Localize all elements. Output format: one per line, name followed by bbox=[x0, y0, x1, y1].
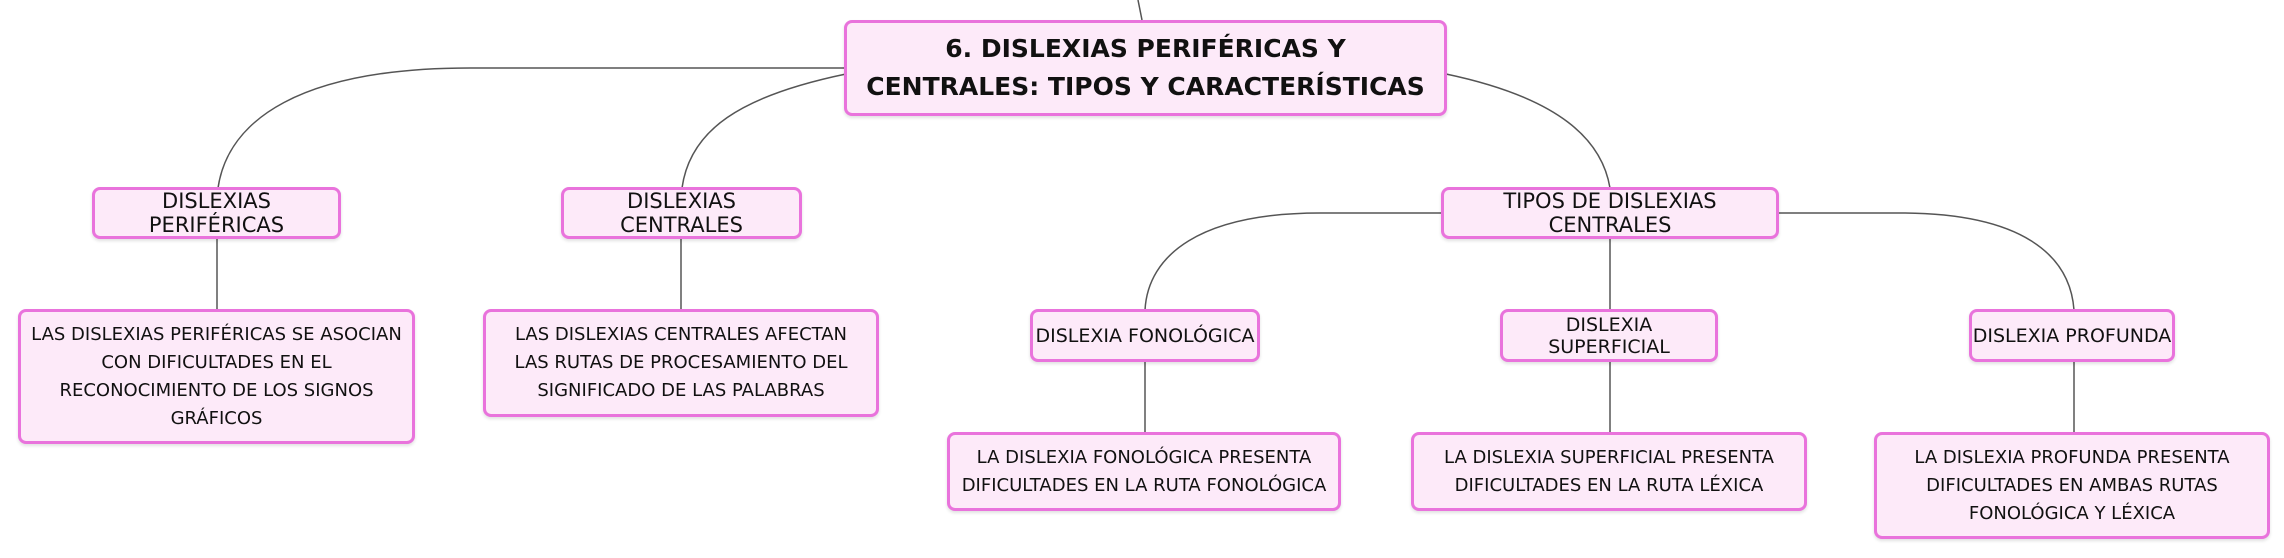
node-description: LA DISLEXIA PROFUNDA PRESENTA DIFICULTAD… bbox=[1914, 446, 2230, 524]
node-perifericas-description[interactable]: LAS DISLEXIAS PERIFÉRICAS SE ASOCIAN CON… bbox=[18, 309, 415, 444]
node-description: LAS DISLEXIAS CENTRALES AFECTAN LAS RUTA… bbox=[514, 324, 848, 401]
node-description: LA DISLEXIA FONOLÓGICA PRESENTA DIFICULT… bbox=[961, 446, 1327, 496]
node-label: DISLEXIAS CENTRALES bbox=[620, 189, 743, 237]
connector-root-parent bbox=[1137, 0, 1143, 21]
node-description: LAS DISLEXIAS PERIFÉRICAS SE ASOCIAN CON… bbox=[31, 323, 402, 429]
node-superficial-description[interactable]: LA DISLEXIA SUPERFICIAL PRESENTA DIFICUL… bbox=[1411, 432, 1807, 511]
connector-tipos-profunda bbox=[1777, 212, 2075, 311]
node-label: DISLEXIA SUPERFICIAL bbox=[1548, 313, 1670, 358]
node-profunda-description[interactable]: LA DISLEXIA PROFUNDA PRESENTA DIFICULTAD… bbox=[1874, 432, 2270, 539]
node-label: DISLEXIA PROFUNDA bbox=[1972, 324, 2172, 347]
node-label: DISLEXIAS PERIFÉRICAS bbox=[148, 189, 285, 237]
root-topic-title: 6. DISLEXIAS PERIFÉRICAS Y CENTRALES: TI… bbox=[866, 34, 1425, 101]
node-dislexias-perifericas[interactable]: DISLEXIAS PERIFÉRICAS bbox=[92, 187, 341, 239]
connector-root-perifericas bbox=[217, 67, 846, 189]
node-dislexia-fonologica[interactable]: DISLEXIA FONOLÓGICA bbox=[1030, 309, 1260, 362]
node-label: DISLEXIA FONOLÓGICA bbox=[1035, 324, 1255, 347]
node-dislexias-centrales[interactable]: DISLEXIAS CENTRALES bbox=[561, 187, 802, 239]
node-fonologica-description[interactable]: LA DISLEXIA FONOLÓGICA PRESENTA DIFICULT… bbox=[947, 432, 1341, 511]
node-dislexia-profunda[interactable]: DISLEXIA PROFUNDA bbox=[1969, 309, 2175, 362]
connector-root-tipos bbox=[1445, 73, 1611, 189]
node-tipos-dislexias-centrales[interactable]: TIPOS DE DISLEXIAS CENTRALES bbox=[1441, 187, 1779, 239]
root-topic[interactable]: 6. DISLEXIAS PERIFÉRICAS Y CENTRALES: TI… bbox=[844, 20, 1447, 116]
node-dislexia-superficial[interactable]: DISLEXIA SUPERFICIAL bbox=[1500, 309, 1718, 362]
node-centrales-description[interactable]: LAS DISLEXIAS CENTRALES AFECTAN LAS RUTA… bbox=[483, 309, 879, 417]
node-description: LA DISLEXIA SUPERFICIAL PRESENTA DIFICUL… bbox=[1444, 446, 1774, 496]
node-label: TIPOS DE DISLEXIAS CENTRALES bbox=[1503, 189, 1717, 237]
connector-root-centrales bbox=[681, 73, 847, 189]
connector-tipos-fonologica bbox=[1144, 212, 1442, 311]
